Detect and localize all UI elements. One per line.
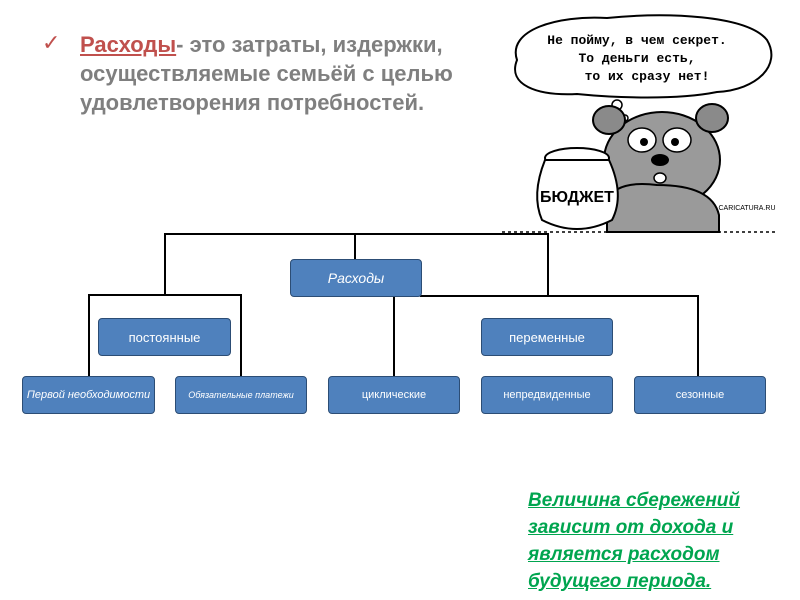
checkmark-icon: ✓ [42,30,61,55]
connector-line [240,294,242,377]
cartoon-signature: CARICATURA.RU [718,205,775,212]
node-variable: переменные [481,318,613,356]
definition-text: Расходы- это затраты, издержки, осуществ… [52,30,472,117]
connector-line [88,294,90,377]
node-seasonal: сезонные [634,376,766,414]
savings-note: Величина сбережений зависит от дохода и … [528,487,783,595]
node-cyclic: циклические [328,376,460,414]
honey-pot [536,159,619,230]
connector-line [697,295,699,377]
speech-bubble [514,14,773,99]
speech-line-2: То деньги есть, [578,51,695,66]
connector-line [393,295,395,377]
speech-line-1: Не пойму, в чем секрет. [547,33,726,48]
connector-line [547,233,549,295]
node-unforeseen: непредвиденные [481,376,613,414]
node-mandatory-payments: Обязательные платежи [175,376,307,414]
note-line-1: Величина сбережений [528,490,741,511]
note-line-4: будущего периода. [528,571,712,592]
node-root-expenses: Расходы [290,259,422,297]
definition-block: ✓ Расходы- это затраты, издержки, осущес… [42,30,472,117]
note-line-3: является расходом [528,544,720,565]
node-first-need: Первой необходимости [22,376,155,414]
connector-line [164,233,166,295]
connector-line [88,294,241,296]
definition-term: Расходы [80,32,177,57]
speech-line-3: то их сразу нет! [585,69,710,84]
connector-line [420,295,698,297]
node-fixed: постоянные [98,318,231,356]
definition-body: - это затраты, издержки, осуществляемые … [80,32,453,115]
connector-line [354,233,356,260]
bear-cartoon-illustration: Не пойму, в чем секрет. То деньги есть, … [502,14,776,233]
connector-line [164,233,548,235]
note-line-2: зависит от дохода и [528,517,734,538]
pot-label: БЮДЖЕТ [540,189,614,206]
